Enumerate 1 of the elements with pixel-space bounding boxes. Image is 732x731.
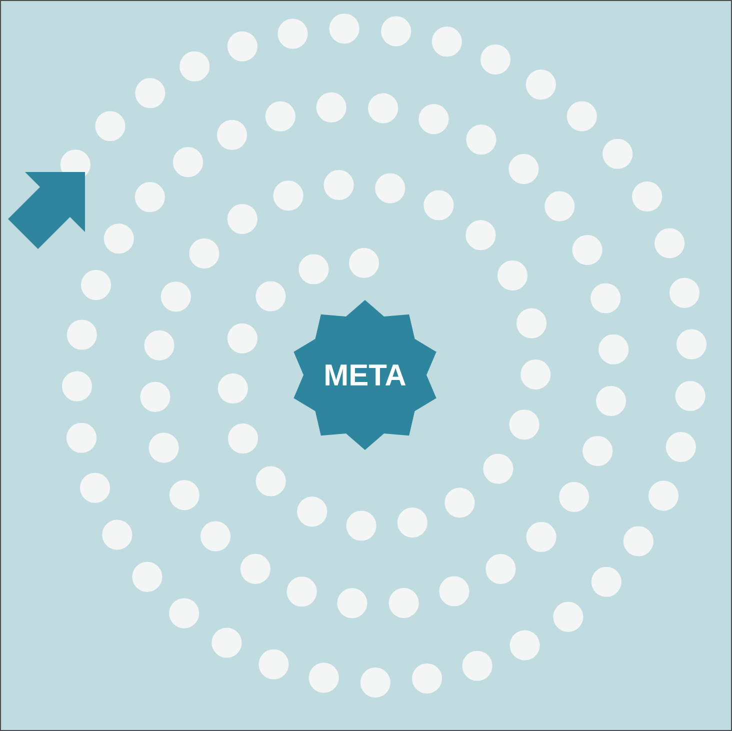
badge: META (294, 300, 436, 450)
